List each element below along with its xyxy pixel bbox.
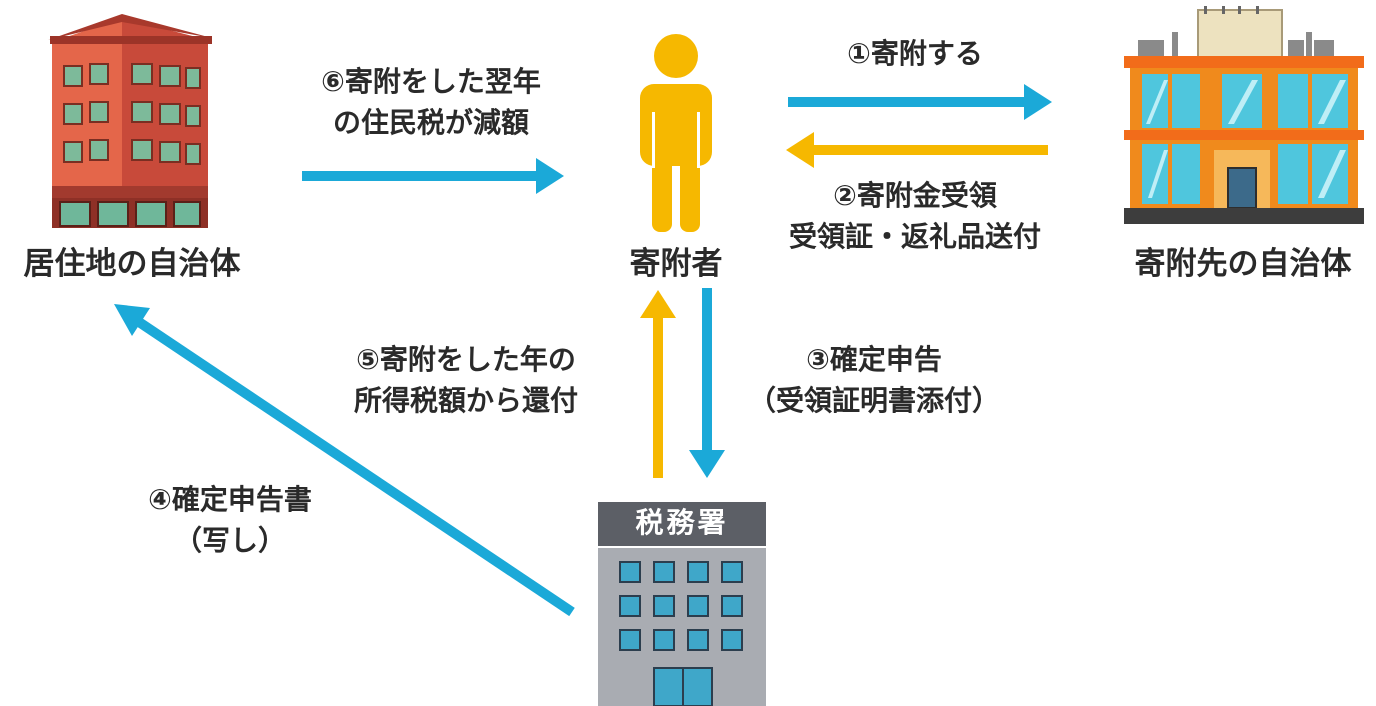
donor-person-icon	[640, 34, 712, 232]
arrow-step1	[788, 84, 1052, 120]
arrow-step6	[302, 158, 564, 194]
step6-label: ⑥寄附をした翌年 の住民税が減額	[321, 65, 541, 139]
arrow-step5	[640, 290, 676, 478]
step2-label: ②寄附金受領 受領証・返礼品送付	[788, 179, 1041, 253]
arrow-step3	[689, 288, 725, 478]
tax-office-label: 税務署	[635, 506, 729, 539]
step5-label: ⑤寄附をした年の 所得税額から還付	[353, 343, 578, 417]
residence-municipality-label: 居住地の自治体	[23, 246, 241, 282]
arrow-step2	[786, 132, 1048, 168]
arrow-step4	[114, 304, 575, 617]
donation-building-icon	[1124, 6, 1364, 224]
step1-label: ①寄附する	[847, 37, 983, 70]
residence-building-icon	[48, 14, 212, 228]
donor-label: 寄附者	[629, 246, 723, 282]
tax-office-building-icon	[598, 502, 766, 706]
step4-label: ④確定申告書 （写し）	[148, 483, 312, 557]
donation-municipality-label: 寄附先の自治体	[1134, 246, 1352, 282]
step3-label: ③確定申告 （受領証明書添付）	[747, 343, 1000, 417]
